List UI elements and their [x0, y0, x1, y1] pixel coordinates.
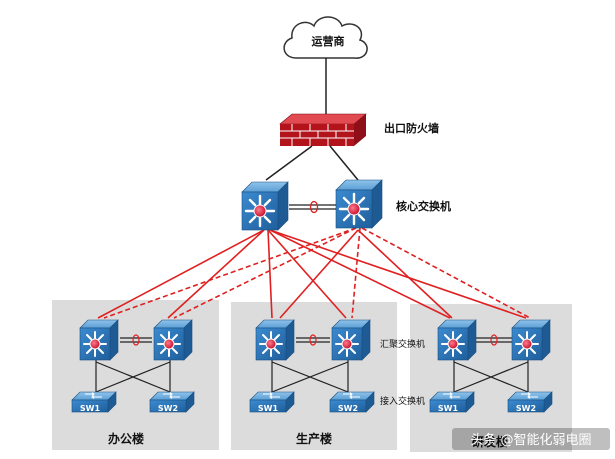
link-core2-rnd-agg1: [357, 229, 453, 319]
production-building: SW1 SW2 生产楼 汇聚交换机 接入交换机: [249, 319, 425, 446]
core-aggregation-backup-links: [103, 227, 531, 319]
rnd-sw2-label: SW2: [516, 404, 536, 413]
rnd-agg-switch-1: [437, 319, 477, 361]
core-link-aggregation-mark: [309, 200, 319, 214]
office-building-label: 办公楼: [108, 431, 144, 446]
core-aggregation-links: [97, 229, 527, 319]
building-zone-office: [52, 300, 219, 450]
rnd-sw1-label: SW1: [438, 404, 459, 413]
office-agg-switch-2: [153, 319, 193, 361]
office-building: SW1 SW2 办公楼: [71, 319, 195, 446]
link-core2-prod-agg2: [351, 227, 361, 319]
link-core1-rnd-agg1: [269, 229, 451, 319]
production-sw2-label: SW2: [338, 404, 358, 413]
link-core1-rnd-agg2: [269, 229, 527, 319]
rnd-building-label: 研发楼: [472, 434, 508, 449]
link-core2-office-agg2: [173, 227, 357, 319]
link-core1-office-agg1: [97, 229, 265, 319]
firewall-icon: [279, 113, 367, 146]
aggregation-label: 汇聚交换机: [380, 338, 425, 350]
link-firewall-core1: [265, 145, 313, 181]
watermark-text: 头条 @智能化弱电圈: [470, 432, 591, 448]
core-label: 核心交换机: [396, 199, 451, 213]
isp-cloud-icon: [283, 16, 368, 59]
link-firewall-core2: [329, 145, 359, 181]
link-core1-office-agg2: [167, 229, 265, 319]
production-sw1-label: SW1: [258, 404, 279, 413]
link-core2-office-agg1: [103, 227, 357, 319]
core-stack-link: [289, 204, 336, 210]
link-core1-prod-agg2: [267, 229, 347, 319]
office-sw2-label: SW2: [158, 404, 178, 413]
rnd-agg-switch-2: [511, 319, 551, 361]
production-agg-switch-2: [331, 319, 371, 361]
isp-label: 运营商: [312, 34, 345, 48]
access-label: 接入交换机: [380, 395, 425, 407]
production-agg-switch-1: [255, 319, 295, 361]
office-sw1-label: SW1: [80, 404, 101, 413]
firewall-label: 出口防火墙: [384, 121, 439, 135]
office-agg-switch-1: [79, 319, 119, 361]
link-core1-prod-agg1: [267, 229, 273, 319]
core-switch-1: [240, 180, 290, 232]
watermark: 头条 @智能化弱电圈: [452, 428, 610, 450]
link-core2-prod-agg1: [279, 229, 359, 319]
rnd-building: SW1 SW2 研发楼: [429, 319, 553, 449]
core-switch-2: [334, 178, 384, 230]
production-building-label: 生产楼: [296, 431, 332, 446]
